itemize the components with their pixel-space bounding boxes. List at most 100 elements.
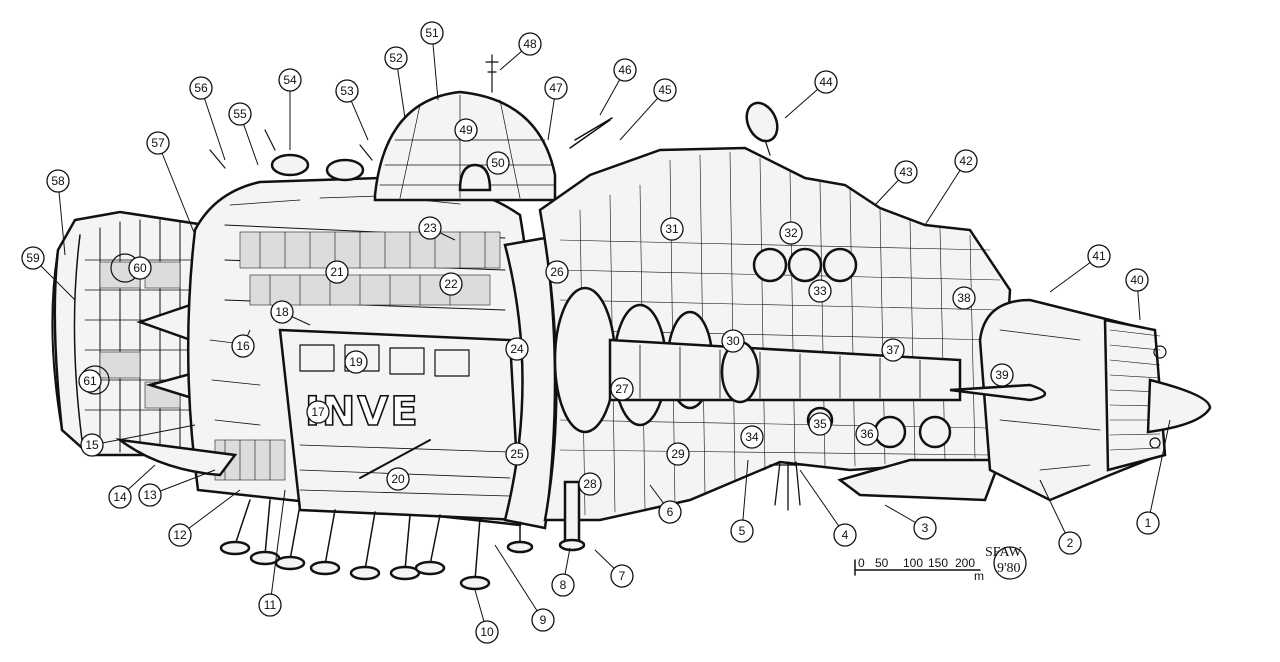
- callout-36: 36: [855, 422, 879, 446]
- callout-number: 16: [236, 339, 250, 353]
- callout-33: 33: [808, 279, 832, 303]
- callout-circle: [278, 68, 302, 92]
- callout-number: 24: [510, 342, 524, 356]
- shuttle-craft: [569, 117, 613, 149]
- callout-circle: [80, 433, 104, 457]
- callout-34: 34: [740, 425, 764, 449]
- callout-circle: [78, 369, 102, 393]
- callout-leader-4: [799, 469, 846, 536]
- callout-57: 57: [146, 131, 170, 155]
- callout-circle: [306, 400, 330, 424]
- callout-circle: [335, 79, 359, 103]
- callout-number: 56: [194, 81, 208, 95]
- callout-circle: [344, 350, 368, 374]
- callout-leader-12: [179, 489, 241, 536]
- callout-58: 58: [46, 169, 70, 193]
- signature-year: 9'80: [997, 561, 1021, 576]
- callout-circle: [454, 118, 478, 142]
- callout-35: 35: [808, 412, 832, 436]
- callout-37: 37: [881, 338, 905, 362]
- callout-9: 9: [531, 608, 555, 632]
- callout-number: 6: [667, 505, 674, 519]
- callout-circle: [270, 300, 294, 324]
- callout-number: 35: [813, 417, 827, 431]
- callout-2: 2: [1058, 531, 1082, 555]
- callout-circle: [814, 70, 838, 94]
- callout-number: 60: [133, 261, 147, 275]
- callout-number: 12: [173, 528, 187, 542]
- callout-7: 7: [610, 564, 634, 588]
- callout-number: 9: [540, 613, 547, 627]
- callout-38: 38: [952, 286, 976, 310]
- callout-circle: [21, 246, 45, 270]
- callout-circle: [551, 573, 575, 597]
- callout-49: 49: [454, 118, 478, 142]
- callout-number: 3: [922, 521, 929, 535]
- callout-circle: [189, 76, 213, 100]
- callout-circle: [325, 260, 349, 284]
- callout-61: 61: [78, 369, 102, 393]
- callout-27: 27: [610, 377, 634, 401]
- callout-number: 1: [1145, 516, 1152, 530]
- callout-circle: [146, 131, 170, 155]
- callout-20: 20: [386, 467, 410, 491]
- callout-circle: [545, 260, 569, 284]
- callout-number: 14: [113, 490, 127, 504]
- callout-number: 53: [340, 84, 354, 98]
- callout-number: 43: [899, 165, 913, 179]
- callout-circle: [505, 337, 529, 361]
- callout-52: 52: [384, 46, 408, 70]
- callout-circle: [1087, 244, 1111, 268]
- bow-section: [949, 298, 1212, 502]
- callout-number: 4: [842, 528, 849, 542]
- callout-leader-42: [924, 160, 967, 226]
- callout-circle: [231, 334, 255, 358]
- callout-number: 38: [957, 291, 971, 305]
- callout-14: 14: [108, 485, 132, 509]
- scale-unit: m: [974, 569, 984, 583]
- scale-tick: 0: [858, 556, 865, 570]
- callout-8: 8: [551, 573, 575, 597]
- callout-circle: [486, 151, 510, 175]
- callout-circle: [952, 286, 976, 310]
- callout-31: 31: [660, 217, 684, 241]
- callout-circle: [108, 485, 132, 509]
- callout-22: 22: [439, 272, 463, 296]
- callout-number: 33: [813, 284, 827, 298]
- callout-circle: [613, 58, 637, 82]
- callout-53: 53: [335, 79, 359, 103]
- callout-leader-11: [269, 489, 286, 606]
- callout-circle: [168, 523, 192, 547]
- callout-number: 23: [423, 221, 437, 235]
- callout-number: 36: [860, 427, 874, 441]
- scale-tick: 50: [875, 556, 889, 570]
- scale-tick: 150: [928, 556, 948, 570]
- callout-circle: [1125, 268, 1149, 292]
- callout-number: 19: [349, 355, 363, 369]
- callout-number: 32: [784, 226, 798, 240]
- scale-bar: 0 50 100 150 200 m: [854, 556, 984, 583]
- callout-number: 58: [51, 174, 65, 188]
- callout-60: 60: [128, 256, 152, 280]
- callout-number: 21: [330, 265, 344, 279]
- callout-circle: [384, 46, 408, 70]
- callout-5: 5: [730, 519, 754, 543]
- callout-leader-1: [1147, 419, 1171, 524]
- callout-circle: [420, 21, 444, 45]
- callout-circle: [779, 221, 803, 245]
- callout-number: 52: [389, 51, 403, 65]
- callout-number: 27: [615, 382, 629, 396]
- callout-number: 47: [549, 81, 563, 95]
- callout-circle: [954, 149, 978, 173]
- callout-number: 55: [233, 107, 247, 121]
- callout-circle: [658, 500, 682, 524]
- callout-circle: [228, 102, 252, 126]
- callout-43: 43: [894, 160, 918, 184]
- callout-circle: [808, 412, 832, 436]
- forward-bulkhead-panel: INVE: [278, 328, 522, 522]
- callout-number: 28: [583, 477, 597, 491]
- callout-6: 6: [658, 500, 682, 524]
- callout-circle: [475, 620, 499, 644]
- callout-circle: [881, 338, 905, 362]
